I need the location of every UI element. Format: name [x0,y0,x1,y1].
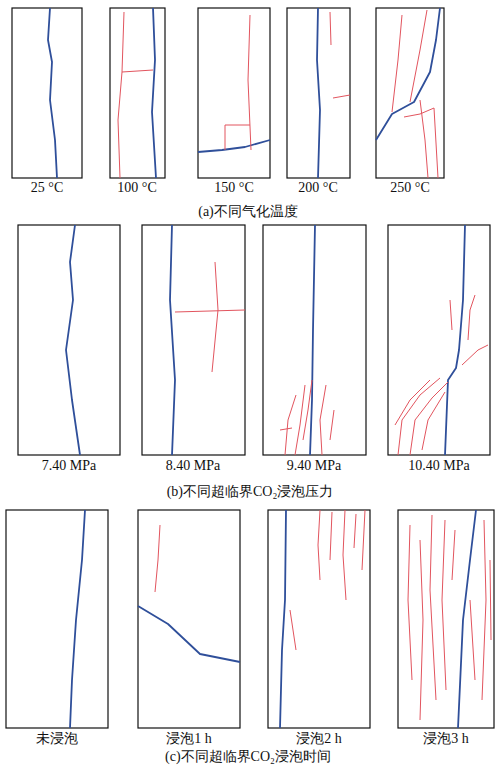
panel-caption: (a)不同气化温度 [198,204,298,220]
time-label: 浸泡1 h [166,731,212,747]
sample-boxes [6,8,494,728]
temperature-label: 200 °C [298,180,337,196]
pressure-label: 10.40 MPa [408,458,469,474]
temperature-label: 100 °C [117,180,156,196]
pressure-label: 8.40 MPa [166,458,220,474]
panel-caption: (b)不同超临界CO₂浸泡压力 [167,484,334,500]
temperature-label: 250 °C [390,180,429,196]
pressure-label: 9.40 MPa [287,458,341,474]
main-cracks [48,8,476,728]
panel-caption: (c)不同超临界CO₂浸泡时间 [165,749,331,765]
temperature-label: 25 °C [31,180,63,196]
time-label: 未浸泡 [36,731,78,747]
temperature-label: 150 °C [214,180,253,196]
branch-cracks [118,10,491,720]
time-label: 浸泡3 h [423,731,469,747]
time-label: 浸泡2 h [296,731,342,747]
pressure-label: 7.40 MPa [42,458,96,474]
